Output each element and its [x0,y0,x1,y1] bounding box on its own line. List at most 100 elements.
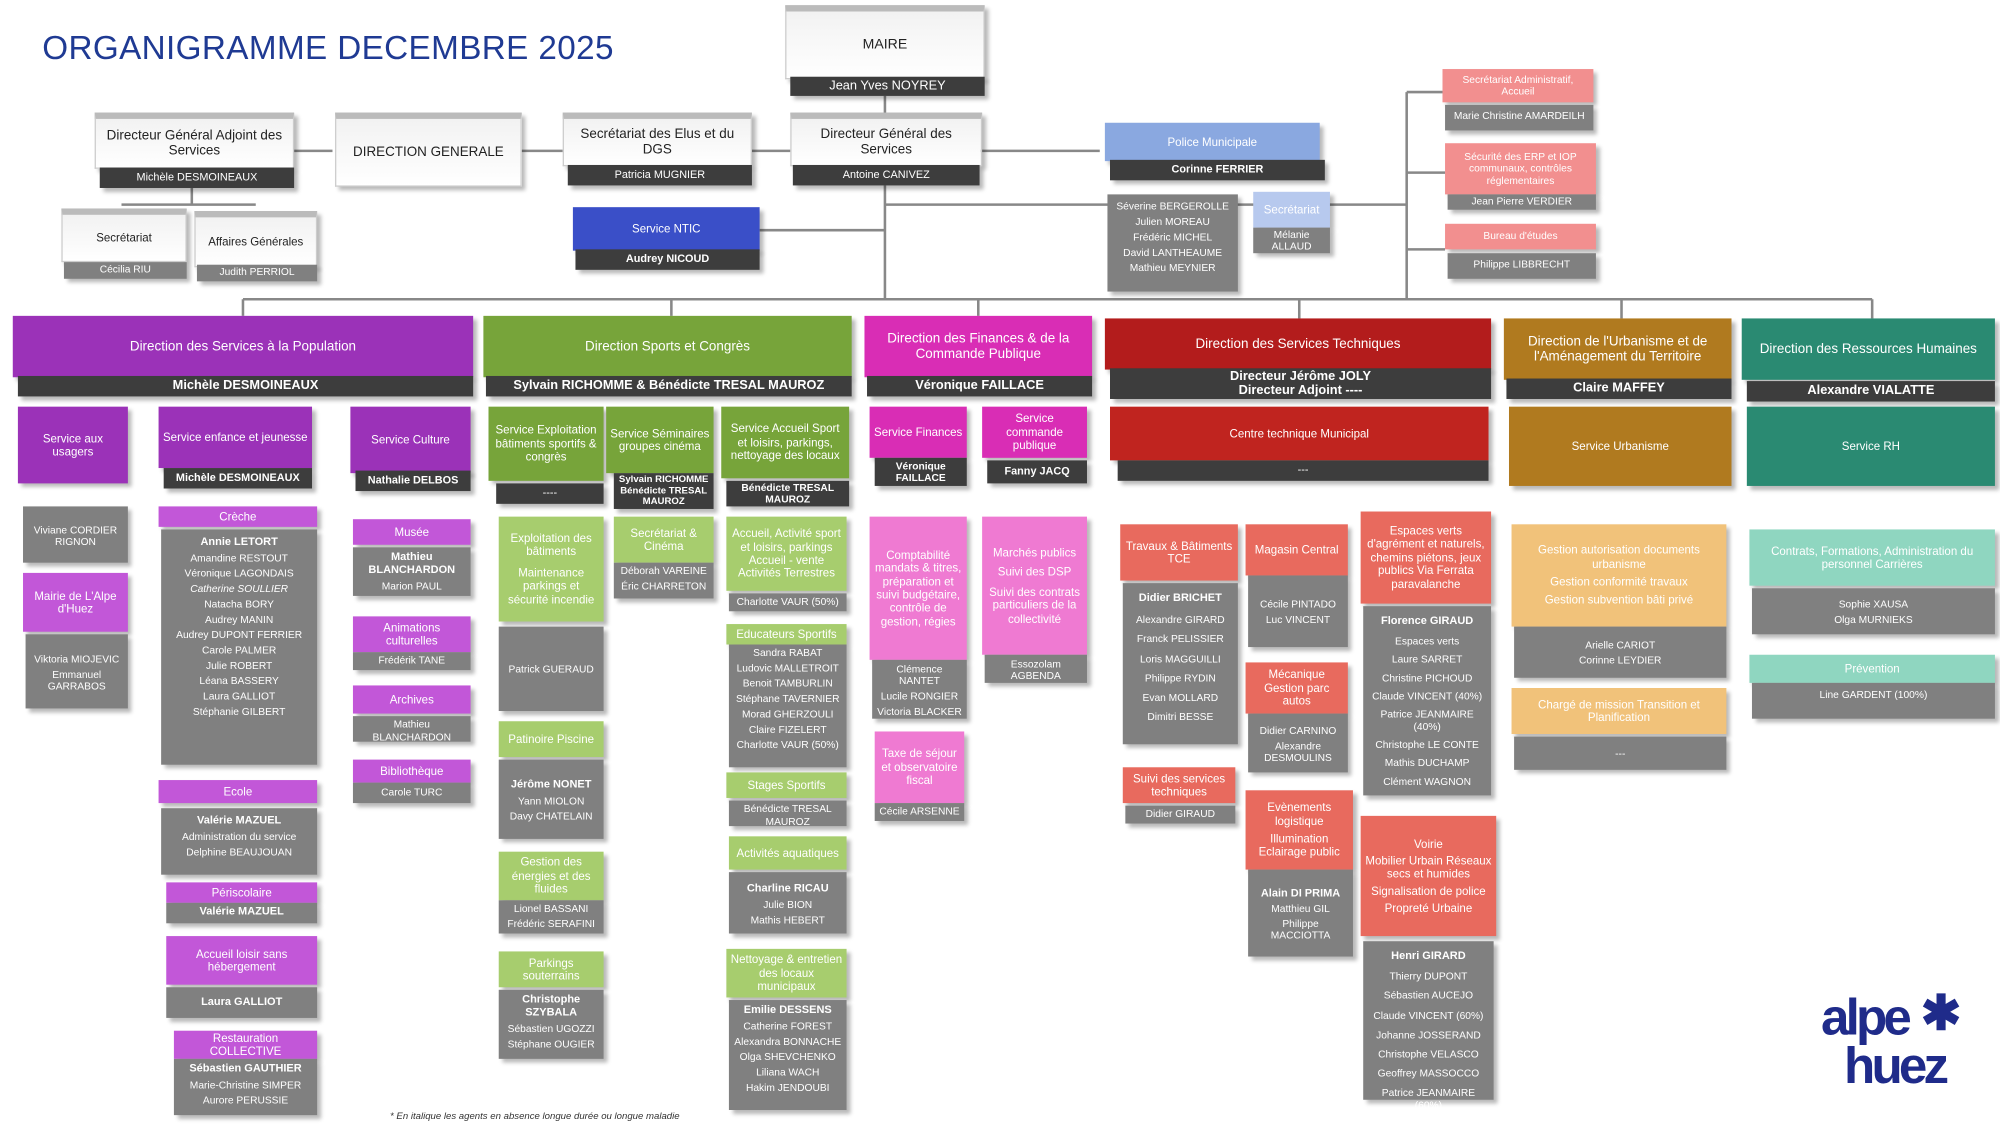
suivi-services: Suivi des services techniques [1122,767,1236,804]
commande-name: Fanny JACQ [987,460,1087,484]
logo-text-alpe: alpe [1821,989,1912,1047]
direction-rh: Direction des Ressources Humaines [1741,318,1995,380]
activites-aquatiques: Activités aquatiques [728,836,847,870]
service-rh: Service RH [1746,406,1995,486]
direction-label: Direction des Services à la Population [129,338,357,355]
nettoyage-entretien: Nettoyage & entretien des locaux municip… [726,948,847,998]
direction-generale-label: DIRECTION GENERALE [353,144,504,160]
prevention-agents: Line GARDENT (100%) [1751,682,1995,719]
direction-label: Direction de l'Urbanisme et de l'Aménage… [1527,333,1708,365]
archives: Archives [352,685,471,714]
service-enfance: Service enfance et jeunesse [158,406,313,469]
voirie-agents: Henri GIRARD Thierry DUPONT Sébastien AU… [1363,941,1494,1111]
direction-label: Direction Sports et Congrès [585,338,750,355]
affaires-generales-box: Affaires Générales [194,211,318,268]
mecanique-agents: Didier CARNINO Alexandre DESMOULINS [1248,713,1348,773]
voirie: Voirie Mobilier Urbain Réseaux secs et h… [1360,815,1497,937]
direction-finances-name: Véronique FAILLACE [867,375,1093,397]
securite-erp-label: Sécurité des ERP et IOP communaux, contr… [1464,151,1577,187]
affaires-generales-name: Judith PERRIOL [196,264,318,282]
evenements-agents: Alain DI PRIMA Matthieu GIL Philippe MAC… [1248,869,1353,957]
educateurs-sportifs: Educateurs Sportifs [726,624,847,645]
alpe-huez-logo: alpe ✱ huez [1821,989,1962,1097]
parkings-agents: Christophe SZYBALA Sébastien UGOZZI Stép… [498,989,604,1059]
secretariat-admin-box: Secrétariat Administratif, Accueil [1442,69,1594,103]
nettoyage-agents: Emilie DESSENS Catherine FOREST Alexandr… [728,1000,847,1110]
patinoire-agents: Jérôme NONET Yann MIOLON Davy CHATELAIN [498,759,604,839]
securite-erp-name: Jean Pierre VERDIER [1447,194,1596,210]
affaires-generales-label: Affaires Générales [208,235,304,248]
taxe-agents: Cécile ARSENNE [874,803,965,821]
direction-finances: Direction des Finances & de la Commande … [864,315,1093,378]
comptabilite-agents: Clémence NANTET Lucile RONGIER Victoria … [872,659,967,719]
musee-agents: Mathieu BLANCHARDON Marion PAUL [352,547,471,596]
bibliotheque-agents: Carole TURC [352,782,471,804]
periscolaire: Périscolaire [166,882,318,903]
footnote: * En italique les agents en absence long… [390,1109,680,1122]
direction-label: Direction des Services Techniques [1195,336,1401,352]
direction-sports: Direction Sports et Congrès [483,315,852,378]
bibliotheque: Bibliothèque [352,759,471,783]
patinoire-piscine: Patinoire Piscine [498,721,604,758]
police-agent: Mathieu MEYNIER [1129,262,1216,275]
service-finances: Service Finances [869,406,967,458]
secretariat-cinema-agents: Déborah VAREINE Éric CHARRETON [613,562,714,599]
direction-population: Direction des Services à la Population [12,315,474,378]
secretariat-admin-label: Secrétariat Administratif, Accueil [1462,73,1574,98]
secretariat-elus-name: Patricia MUGNIER [567,164,752,186]
direction-label: Direction des Finances & de la Commande … [887,331,1070,362]
accueil-loisir: Accueil loisir sans hébergement [166,936,318,985]
police-secretariat-name: Mélanie ALLAUD [1253,227,1330,254]
direction-rh-name: Alexandre VIALATTE [1746,381,1995,402]
dga-name: Michèle DESMOINEAUX [99,167,295,188]
taxe-sejour: Taxe de séjour et observatoire fiscal [874,731,965,804]
maire-box: MAIRE [785,5,985,80]
contrats-formations: Contrats, Formations, Administration du … [1749,529,1995,586]
direction-sports-name: Sylvain RICHOMME & Bénédicte TRESAL MAUR… [485,375,852,397]
magasin-central: Magasin Central [1245,524,1348,576]
enfance-name: Michèle DESMOINEAUX [163,468,313,489]
secretariat-cinema: Secrétariat & Cinéma [613,516,714,563]
dga-box: Directeur Général Adjoint des Services [94,112,295,169]
animations-culturelles: Animations culturelles [352,616,471,653]
archives-agents: Mathieu BLANCHARDON [352,716,471,742]
ntic-label: Service NTIC [632,222,701,236]
direction-generale-box: DIRECTION GENERALE [335,112,522,187]
ecole: Ecole [158,780,318,804]
contrats-agents: Sophie XAUSA Olga MURNIEKS [1751,588,1995,635]
bureau-etudes-box: Bureau d'études [1445,223,1596,250]
ntic-box: Service NTIC [572,207,760,251]
direction-population-name: Michèle DESMOINEAUX [17,375,474,397]
direction-label: Direction des Ressources Humaines [1759,341,1977,357]
bureau-etudes-name: Philippe LIBBRECHT [1447,253,1596,279]
service-usagers: Service aux usagers [17,406,128,484]
energies-agents: Lionel BASSANI Frédéric SERAFINI [498,900,604,934]
dgs-box: Directeur Général des Services [790,112,983,167]
exploitation-agents: Patrick GUERAUD [498,626,604,712]
restauration: Restauration COLLECTIVE [173,1030,318,1059]
periscolaire-lead: Valérie MAZUEL [166,902,318,924]
maire-name: Jean Yves NOYREY [790,76,985,96]
restauration-agents: Sébastien GAUTHIER Marie-Christine SIMPE… [173,1058,318,1116]
stages-agents: Bénédicte TRESAL MAUROZ [728,800,847,827]
charge-mission-agents: --- [1514,736,1727,770]
stages-sportifs: Stages Sportifs [726,772,847,798]
police-name: Corinne FERRIER [1109,159,1325,181]
direction-techniques: Direction des Services Techniques [1104,318,1492,370]
police-agent: Julien MOREAU [1135,216,1210,229]
service-exploitation: Service Exploitation bâtiments sportifs … [488,406,604,481]
gestion-urbanisme-agents: Arielle CARIOT Corinne LEYDIER [1514,626,1727,678]
creche-agents: Annie LETORT Amandine RESTOUT Véronique … [161,529,318,765]
musee: Musée [352,519,471,545]
secretariat-dga-name: Cécilia RIU [63,262,187,279]
police-agents: Séverine BERGEROLLE Julien MOREAU Frédér… [1107,194,1238,292]
culture-name: Nathalie DELBOS [355,470,471,492]
espaces-verts: Espaces verts d'agrément et naturels, ch… [1360,511,1492,604]
police-label: Police Municipale [1167,135,1258,149]
centre-technique-name: --- [1117,460,1489,481]
prevention: Prévention [1749,654,1995,683]
evenements-logistique: Evènements logistique Illumination Eclai… [1245,790,1353,870]
animations-agents: Frédérik TANE [352,652,471,671]
usagers-agents: Viviane CORDIER RIGNON [23,506,128,563]
